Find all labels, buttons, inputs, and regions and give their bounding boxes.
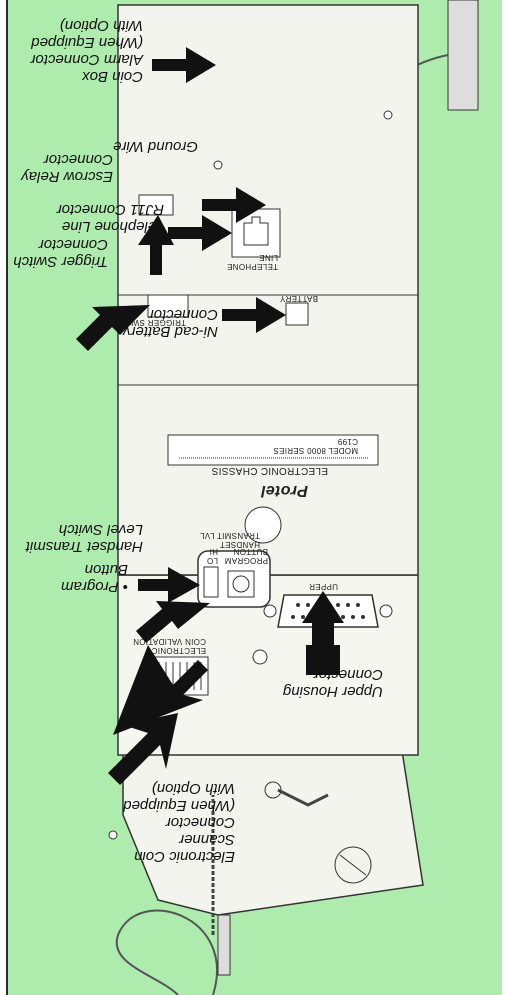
arrow-coin-box [152, 47, 216, 83]
upper-text: UPPER [308, 582, 338, 591]
arrow-program-button [138, 567, 200, 603]
coin-box-cable [115, 909, 218, 995]
coin-box-connector-plug [217, 914, 231, 976]
arrow-coin-scanner [108, 713, 178, 785]
ground-wire [277, 788, 329, 807]
brand-logo: Protel [260, 482, 308, 499]
battery-jack [285, 302, 309, 326]
main-chassis [117, 4, 419, 576]
battery-pack [447, 0, 479, 111]
chassis-text: ELECTRONIC CHASSIS [211, 465, 328, 476]
arrow-ground-wire [202, 187, 266, 223]
arrow-nicad-battery [222, 297, 286, 333]
arrow-upper-housing [302, 591, 344, 675]
arrow-escrow-relay [138, 215, 174, 275]
chassis-hole [244, 506, 282, 544]
label-ground-wire: Ground Wire [113, 138, 198, 155]
arrow-trigger-switch [76, 305, 150, 351]
arrow-telephone-line [168, 215, 232, 251]
escrow-relay-header [138, 194, 174, 216]
arrow-handset-switch [136, 601, 210, 643]
callout-arrows [113, 645, 208, 735]
handset-level-switch [203, 566, 219, 598]
battery-jack-text: BATTERY [279, 294, 318, 303]
model-label-plate [167, 434, 379, 466]
